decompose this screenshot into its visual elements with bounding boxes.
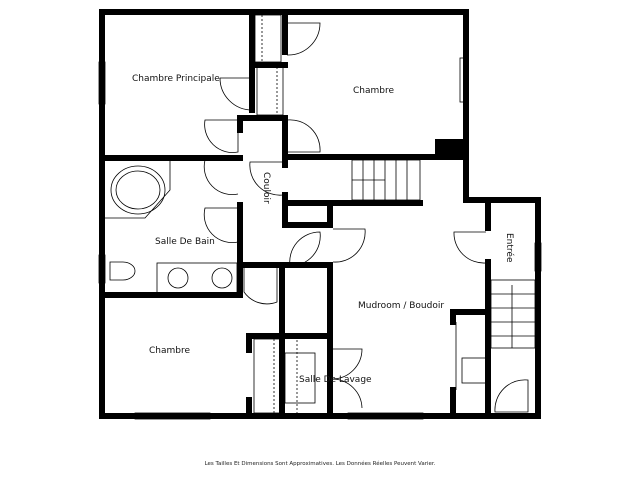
bathtub: [110, 165, 166, 215]
washer-dryer: [284, 352, 316, 404]
sink: [167, 267, 189, 289]
sink: [211, 267, 233, 289]
room-label-entrance: Entrée: [504, 233, 515, 263]
exterior-wall: [99, 9, 541, 419]
toilet: [109, 261, 136, 281]
stairs: [351, 159, 536, 349]
chimney-block: [435, 139, 463, 157]
disclaimer-footer: Les Tailles Et Dimensions Sont Approxima…: [205, 460, 436, 467]
doors: [203, 22, 529, 413]
room-label-bathroom: Salle De Bain: [155, 237, 215, 247]
room-label-laundry: Salle De Lavage: [299, 375, 372, 385]
room-label-mudroom: Mudroom / Boudoir: [358, 301, 444, 311]
room-label-bedroom-top: Chambre: [353, 86, 394, 96]
fixtures: [105, 14, 488, 414]
walls: [99, 9, 541, 419]
room-label-corridor: Couloir: [261, 172, 271, 204]
room-label-master-bedroom: Chambre Principale: [132, 74, 220, 84]
room-label-bedroom-bottom: Chambre: [149, 346, 190, 356]
vanity: [156, 262, 238, 294]
